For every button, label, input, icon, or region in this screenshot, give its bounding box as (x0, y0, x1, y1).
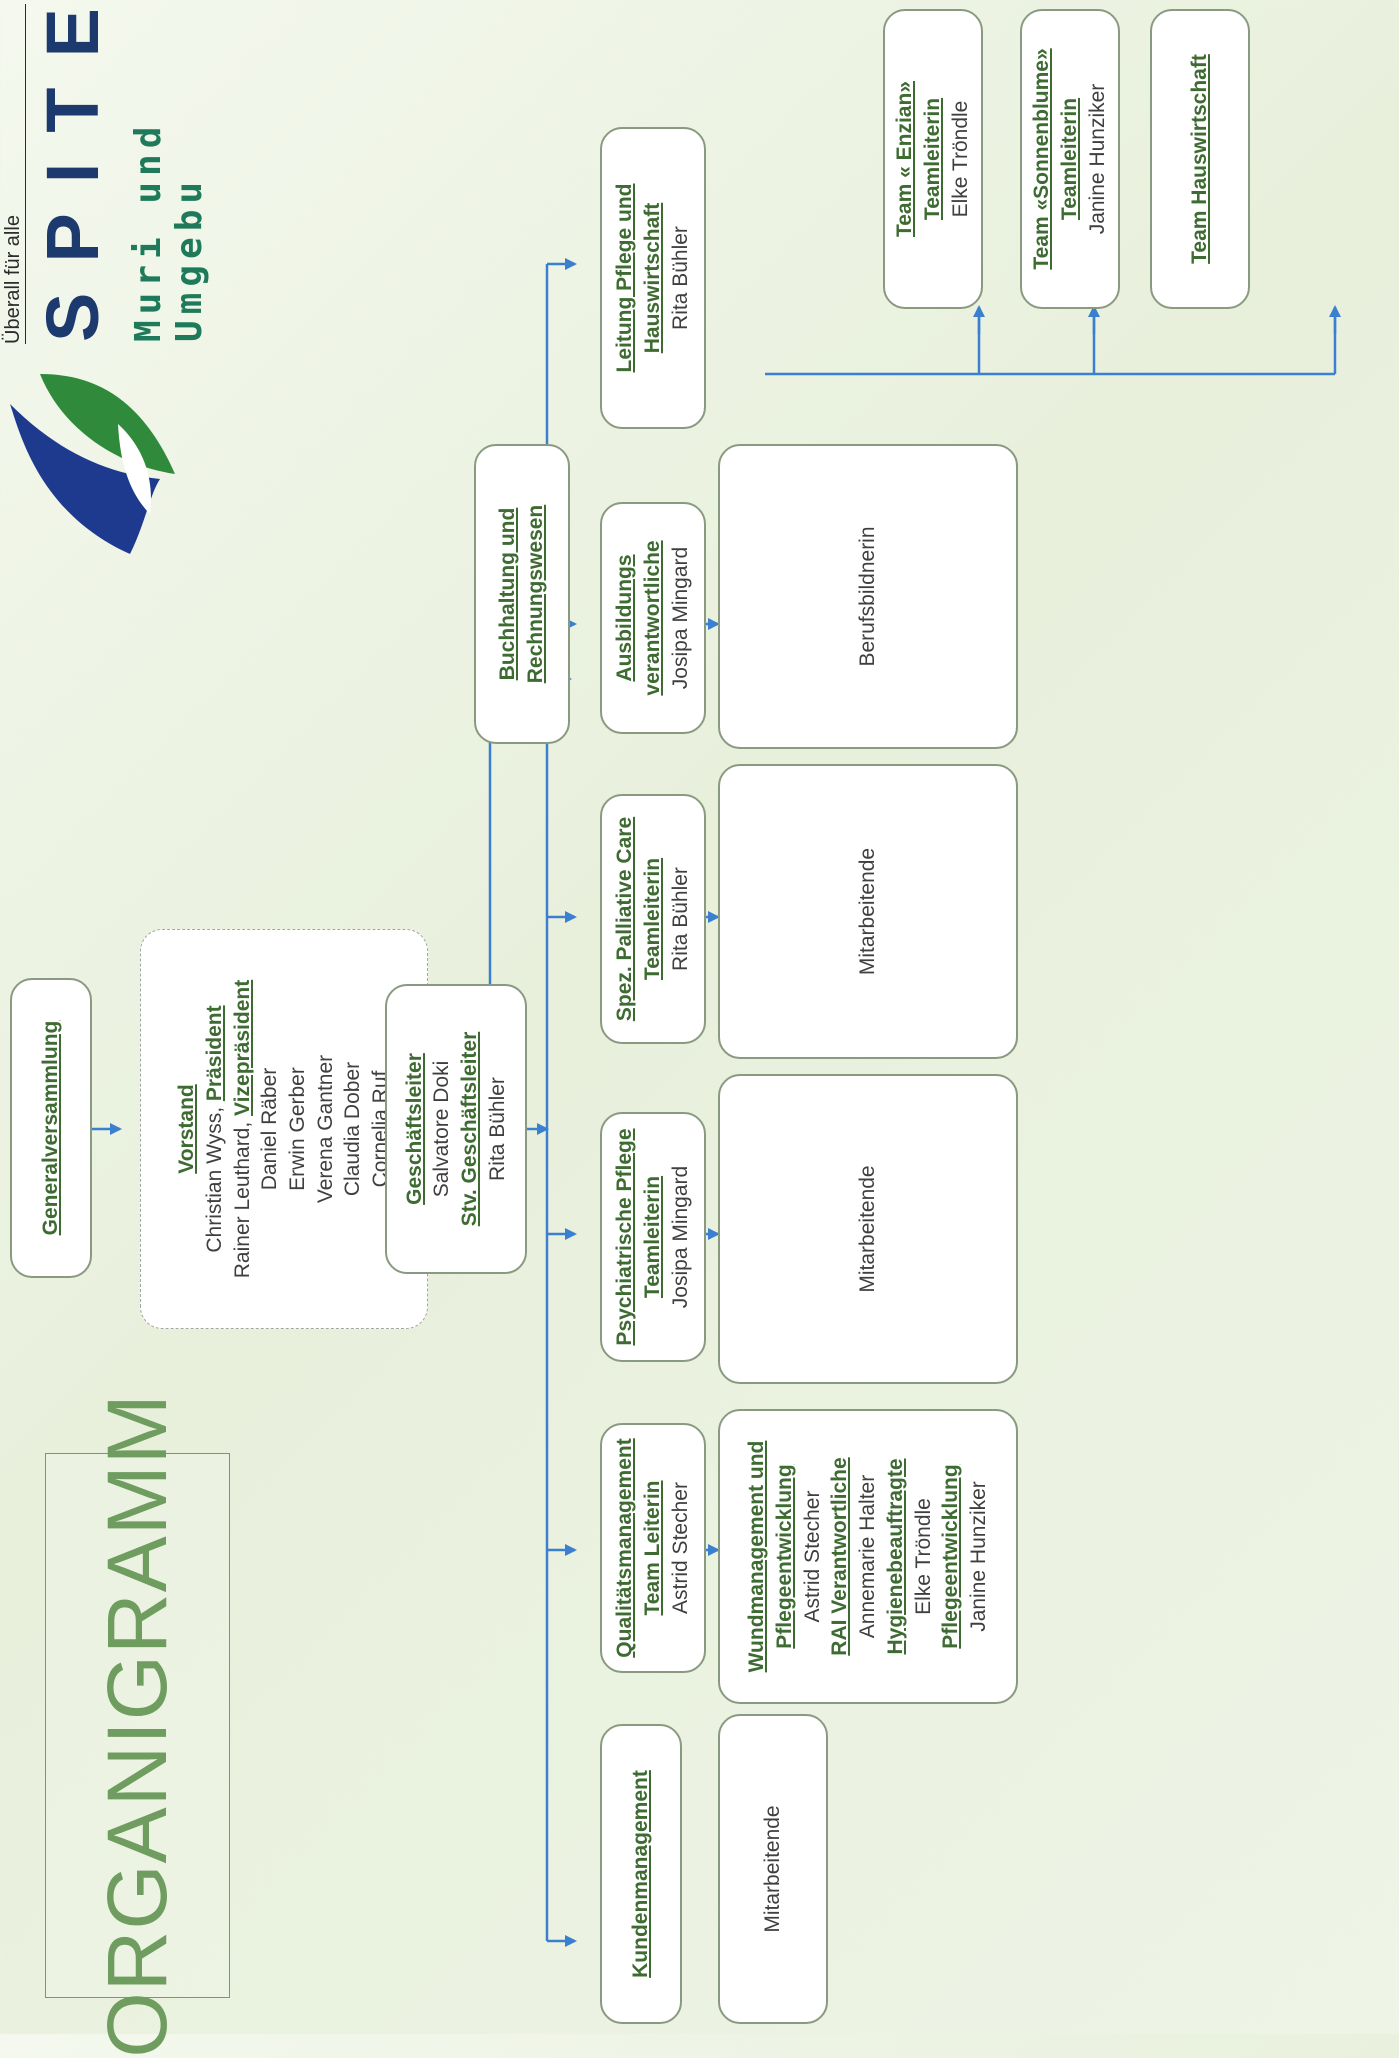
vorstand-member: Daniel Räber (258, 1067, 282, 1191)
ausbildung-name: Josipa Mingard (668, 546, 692, 690)
qualitaet-heading: Qualitätsmanagement (613, 1438, 637, 1658)
vorstand-member: Erwin Gerber (286, 1067, 309, 1191)
staff-role: Pflegeentwicklung (772, 1464, 796, 1649)
qualitaet-role: Team Leiterin (641, 1480, 665, 1616)
palliative-staff: Mitarbeitende (856, 847, 880, 976)
ausbildung-header-box: Ausbildungs verantwortliche Josipa Minga… (600, 502, 706, 734)
ausbildung-staff: Berufsbildnerin (856, 526, 880, 667)
team-enzian-role: Teamleiterin (921, 97, 945, 221)
vorstand-member: Claudia Dober (341, 1061, 365, 1197)
kunden-staff: Mitarbeitende (761, 1805, 785, 1933)
pflege-header-box: Leitung Pflege und Hauswirtschaft Rita B… (600, 127, 706, 429)
staff-name: Elke Tröndle (911, 1498, 935, 1615)
palliative-header-box: Spez. Palliative Care Teamleiterin Rita … (600, 794, 706, 1044)
qualitaet-staff-box: Wundmanagement und Pflegeentwicklung Ast… (718, 1409, 1018, 1704)
ausbildung-heading-1: Ausbildungs (613, 554, 637, 682)
psych-header-box: Psychiatrische Pflege Teamleiterin Josip… (600, 1112, 706, 1362)
vorstand-member: Verena Gantner (313, 1054, 337, 1204)
geschaeftsleiter-heading: Geschäftsleiter (402, 1053, 426, 1205)
president-name: Christian Wyss, (202, 1101, 226, 1253)
vorstand-vicepresident: Rainer Leuthard, Vizepräsident (229, 980, 257, 1278)
pflege-name: Rita Bühler (668, 226, 692, 330)
staff-name: Janine Hunziker (967, 1481, 991, 1632)
ausbildung-heading-2: verantwortliche (641, 540, 665, 696)
palliative-staff-box: Mitarbeitende (718, 764, 1018, 1059)
stv-geschaeftsleiter-heading: Stv. Geschäftsleiter (458, 1031, 481, 1227)
buchhaltung-line1: Buchhaltung und (496, 507, 520, 681)
buchhaltung-box: Buchhaltung und Rechnungswesen (474, 444, 570, 744)
geschaeftsleitung-box: Geschäftsleiter Salvatore Doki Stv. Gesc… (385, 984, 527, 1274)
geschaeftsleiter-name: Salvatore Doki (430, 1060, 454, 1198)
logo-swoosh-icon (10, 374, 175, 554)
psych-staff: Mitarbeitende (856, 1165, 880, 1293)
team-sonnenblume-box: Team «Sonnenblume» Teamleiterin Janine H… (1020, 9, 1120, 309)
staff-role: Wundmanagement und (745, 1440, 769, 1673)
team-hauswirtschaft-box: Team Hauswirtschaft (1150, 9, 1250, 309)
palliative-name: Rita Bühler (668, 867, 692, 971)
team-sonnenblume-role: Teamleiterin (1058, 97, 1082, 221)
staff-name: Annemarie Halter (856, 1474, 880, 1639)
kunden-header-box: Kundenmanagement (600, 1724, 682, 2024)
president-role: Präsident (202, 1005, 226, 1102)
team-enzian-box: Team « Enzian» Teamleiterin Elke Tröndle (883, 9, 983, 309)
psych-name: Josipa Mingard (668, 1165, 692, 1309)
team-sonnenblume-name: Team «Sonnenblume» (1030, 48, 1054, 270)
vorstand-president: Christian Wyss, Präsident (201, 1005, 229, 1252)
buchhaltung-line2: Rechnungswesen (524, 504, 547, 684)
palliative-heading: Spez. Palliative Care (613, 816, 637, 1022)
staff-role: Hygienebeauftragte (883, 1458, 907, 1655)
vicepresident-name: Rainer Leuthard, (230, 1115, 254, 1279)
team-enzian-leader: Elke Tröndle (948, 100, 972, 218)
qualitaet-header-box: Qualitätsmanagement Team Leiterin Astrid… (600, 1423, 706, 1673)
kunden-heading: Kundenmanagement (629, 1770, 653, 1978)
psych-role: Teamleiterin (641, 1175, 665, 1299)
kunden-staff-box: Mitarbeitende (718, 1714, 828, 2024)
team-hauswirtschaft-name: Team Hauswirtschaft (1188, 54, 1212, 264)
ausbildung-staff-box: Berufsbildnerin (718, 444, 1018, 749)
team-sonnenblume-leader: Janine Hunziker (1085, 83, 1109, 235)
generalversammlung-box: Generalversammlung (10, 978, 92, 1278)
bus-pflege-teams (765, 315, 1337, 376)
staff-role: RAI Verantwortliche (828, 1457, 852, 1656)
stv-geschaeftsleiter-name: Rita Bühler (485, 1077, 509, 1181)
pflege-heading-2: Hauswirtschaft (641, 202, 665, 354)
psych-heading: Psychiatrische Pflege (613, 1128, 637, 1346)
psych-staff-box: Mitarbeitende (718, 1074, 1018, 1384)
team-enzian-name: Team « Enzian» (893, 81, 917, 238)
pflege-heading-1: Leitung Pflege und (613, 183, 637, 373)
palliative-role: Teamleiterin (641, 857, 665, 981)
vicepresident-role: Vizepräsident (230, 979, 254, 1116)
vorstand-heading: Vorstand (175, 1084, 199, 1174)
generalversammlung-label: Generalversammlung (39, 1020, 63, 1236)
qualitaet-name: Astrid Stecher (668, 1482, 692, 1614)
logo: Überall für alle SPITE Muri und Umgebu (0, 0, 210, 574)
staff-name: Astrid Stecher (800, 1490, 824, 1623)
staff-role: Pflegeentwicklung (939, 1464, 963, 1649)
